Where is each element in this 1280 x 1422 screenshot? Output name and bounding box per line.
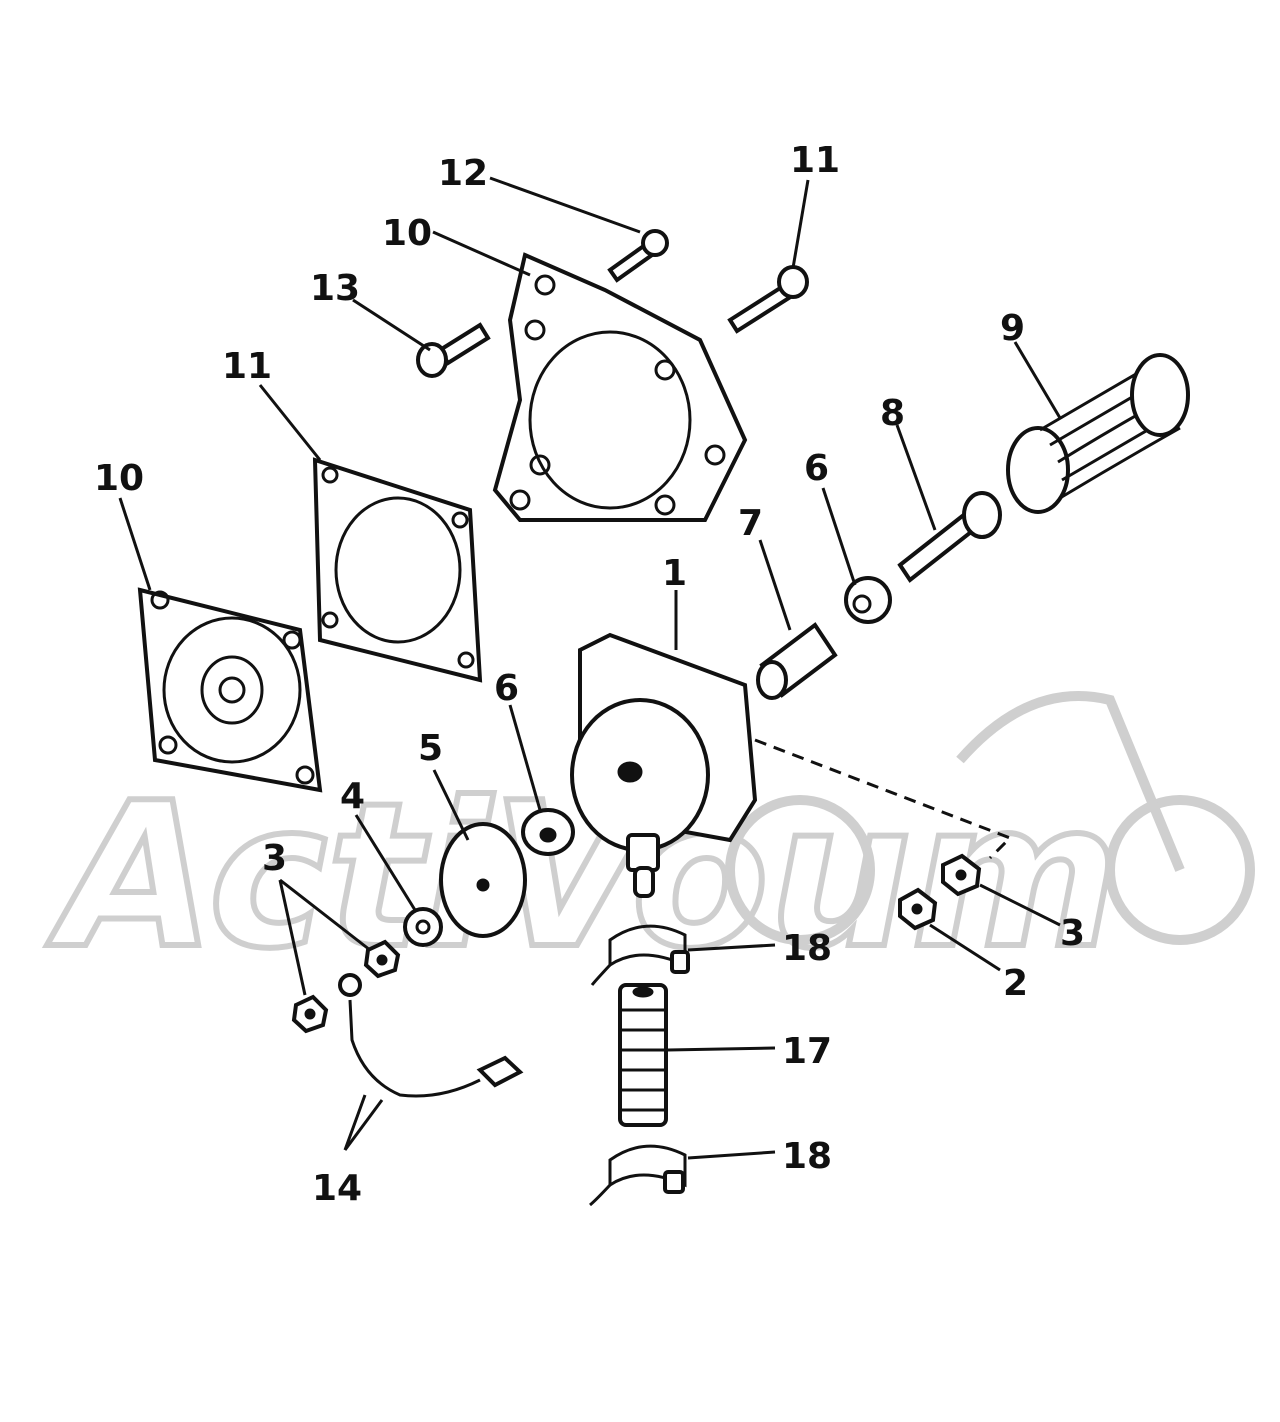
- callout-17: 17: [782, 1031, 832, 1072]
- assembly-dashed-line: [754, 738, 1013, 860]
- part-14-screw: [607, 229, 669, 283]
- part-12-cover: [492, 252, 748, 522]
- leader-3a: [279, 878, 371, 952]
- part-4-washer: [403, 907, 443, 947]
- leader-11: [258, 384, 322, 461]
- leader-6b: [508, 704, 542, 811]
- callout-10: 10: [94, 458, 144, 499]
- callout-3-right: 3: [1060, 913, 1085, 954]
- leader-18a: [687, 943, 776, 952]
- callout-11: 11: [222, 346, 272, 387]
- part-3-nut-right: [941, 853, 982, 897]
- part-16-wire: [338, 973, 524, 1098]
- callout-16: 14: [312, 1168, 362, 1209]
- callout-18-upper: 18: [782, 928, 832, 969]
- leader-17: [667, 1046, 776, 1052]
- leader-7: [758, 539, 792, 631]
- callout-15: 13: [310, 268, 360, 309]
- leader-6a: [821, 487, 857, 586]
- callout-12: 10: [382, 213, 432, 254]
- part-18-clamp-lower: [589, 1144, 687, 1207]
- part-17-hose: [618, 983, 668, 1127]
- leader-3c: [979, 883, 1061, 927]
- part-3-nut-left-a: [363, 939, 401, 979]
- watermark-wheel-front: [725, 795, 875, 945]
- leader-14: [489, 176, 641, 234]
- leader-8: [895, 424, 937, 531]
- leader-lines: [118, 176, 1062, 1160]
- part-3-nut-left-b: [291, 994, 329, 1034]
- callout-2: 2: [1003, 963, 1028, 1004]
- callout-8: 8: [880, 393, 905, 434]
- callout-9: 9: [1000, 308, 1025, 349]
- callout-6-upper: 6: [804, 448, 829, 489]
- leader-13: [791, 179, 810, 269]
- part-6-washer-upper: [844, 576, 892, 624]
- leader-3b: [278, 879, 307, 996]
- leader-18b: [687, 1150, 776, 1160]
- part-5-disc: [439, 822, 527, 938]
- callout-7: 7: [738, 503, 763, 544]
- callout-6-lower: 6: [494, 668, 519, 709]
- part-15-screw: [416, 322, 491, 378]
- callout-13: 11: [790, 140, 840, 181]
- leader-16b: [343, 1094, 367, 1151]
- leader-12: [432, 230, 531, 277]
- part-8-bolt: [897, 491, 1002, 583]
- leader-2: [929, 923, 1001, 972]
- watermark-frame: [956, 691, 1185, 872]
- watermark-wheel-rear: [1105, 795, 1255, 945]
- part-6-washer-lower: [521, 808, 575, 856]
- callout-4: 4: [340, 776, 365, 817]
- leader-4: [354, 814, 417, 911]
- part-7-sleeve: [756, 622, 838, 700]
- callout-3-left: 3: [262, 838, 287, 879]
- callout-14: 12: [438, 153, 488, 194]
- leader-5: [432, 769, 470, 841]
- part-9-spring: [1006, 353, 1190, 514]
- leader-10: [118, 497, 152, 591]
- part-13-screw: [727, 265, 809, 334]
- part-11-gasket: [312, 457, 483, 683]
- callout-1: 1: [662, 553, 687, 594]
- part-18-clamp-upper: [590, 924, 690, 986]
- part-2-nut: [898, 887, 938, 931]
- leader-9: [1013, 341, 1062, 419]
- part-1-pump-body: [570, 632, 758, 898]
- leader-15: [352, 298, 431, 352]
- callouts: 12 11 10 13 9 11 8 6 10 7 1 6 5 4 3 3 2 …: [94, 140, 1085, 1209]
- leader-16a: [343, 1099, 384, 1151]
- callout-5: 5: [418, 728, 443, 769]
- callout-18-lower: 18: [782, 1136, 832, 1177]
- part-10-diaphragm: [137, 587, 323, 793]
